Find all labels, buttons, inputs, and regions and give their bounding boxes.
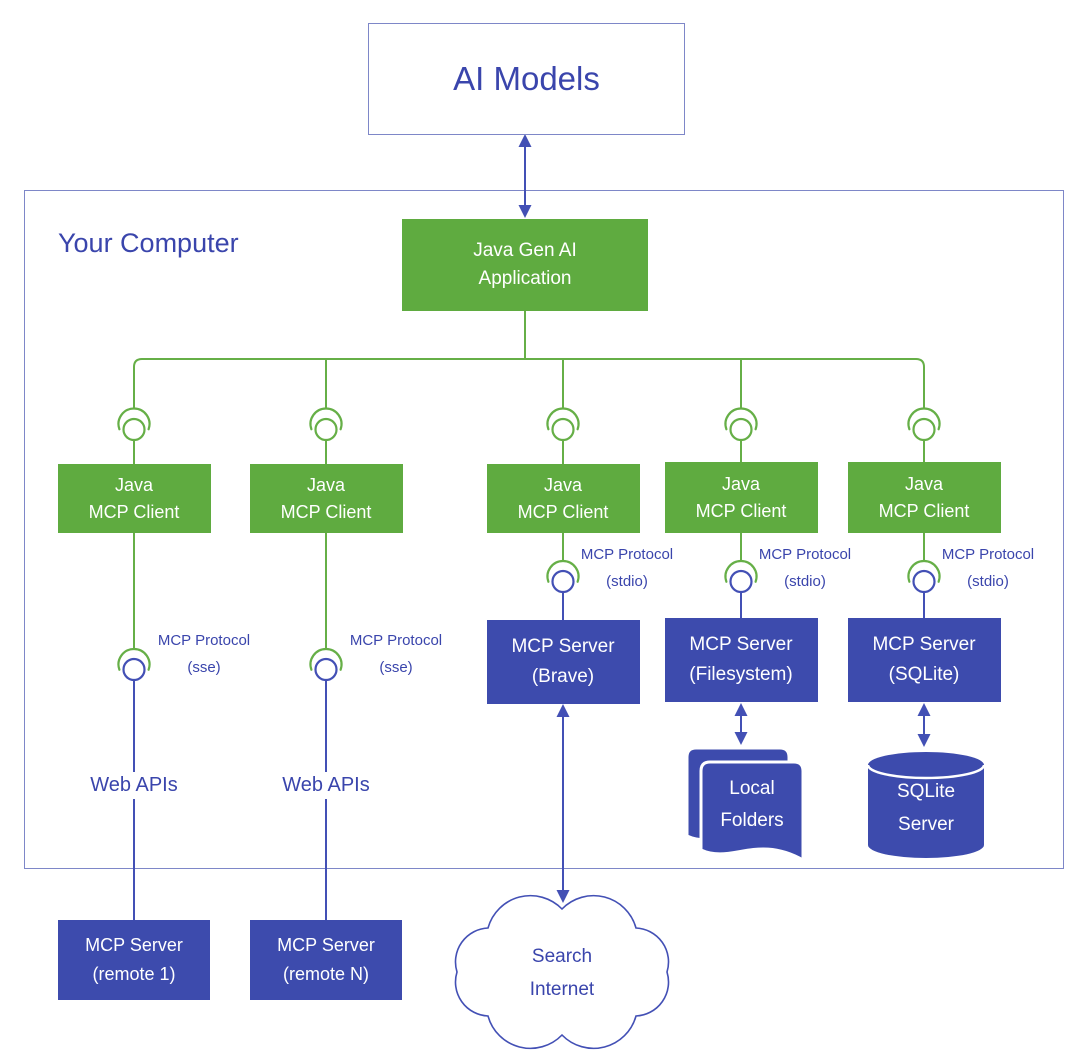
local-folders-shape xyxy=(685,746,805,863)
protocol-label-sse-1: MCP Protocol (sse) xyxy=(157,632,251,676)
stdio-socket-icon xyxy=(546,559,580,594)
client-box-2: Java MCP Client xyxy=(249,464,403,533)
protocol-label-stdio-2: MCP Protocol (stdio) xyxy=(758,546,852,590)
sse-socket-icon xyxy=(117,647,151,682)
your-computer-label: Your Computer xyxy=(58,228,239,258)
stdio-socket-icon xyxy=(724,559,758,594)
server-remote1-box: MCP Server (remote 1) xyxy=(58,920,210,1000)
client-box-5: Java MCP Client xyxy=(847,462,1001,533)
sqlite-db-arrow xyxy=(917,703,931,747)
client-box-3: Java MCP Client xyxy=(486,464,640,533)
local-folders-label: Local Folders xyxy=(720,778,784,832)
sqlite-database-shape xyxy=(866,752,986,858)
client-box-1: Java MCP Client xyxy=(57,464,211,533)
app-socket-icon xyxy=(724,407,758,442)
protocol-label-sse-2: MCP Protocol (sse) xyxy=(349,632,443,676)
client-box-4: Java MCP Client xyxy=(664,462,818,533)
ai-models-box: AI Models xyxy=(368,23,685,135)
server-connectors xyxy=(133,592,925,920)
sqlite-server-label: SQLite Server xyxy=(896,781,956,836)
protocol-label-stdio-3: MCP Protocol (stdio) xyxy=(941,546,1035,590)
app-socket-icon xyxy=(907,407,941,442)
stdio-socket-icon xyxy=(907,559,941,594)
search-internet-label: Search Internet xyxy=(529,946,595,1001)
sse-socket-icon xyxy=(309,647,343,682)
internet-cloud-shape xyxy=(454,894,670,1050)
app-socket-icon xyxy=(309,407,343,442)
server-filesystem-box: MCP Server (Filesystem) xyxy=(664,618,818,702)
your-computer-container xyxy=(24,190,1064,869)
web-apis-label-1: Web APIs xyxy=(84,772,184,799)
server-remoteN-box: MCP Server (remote N) xyxy=(250,920,402,1000)
app-box: Java Gen AI Application xyxy=(402,219,648,311)
server-sqlite-box: MCP Server (SQLite) xyxy=(847,618,1001,702)
app-socket-icon xyxy=(117,407,151,442)
filesystem-folders-arrow xyxy=(734,703,748,745)
ai-app-arrow xyxy=(518,134,532,218)
protocol-label-stdio-1: MCP Protocol (stdio) xyxy=(580,546,674,590)
client-tree-connector xyxy=(133,311,925,649)
server-brave-box: MCP Server (Brave) xyxy=(486,620,640,704)
app-socket-icon xyxy=(546,407,580,442)
web-apis-label-2: Web APIs xyxy=(276,772,376,799)
brave-internet-arrow xyxy=(556,704,570,903)
